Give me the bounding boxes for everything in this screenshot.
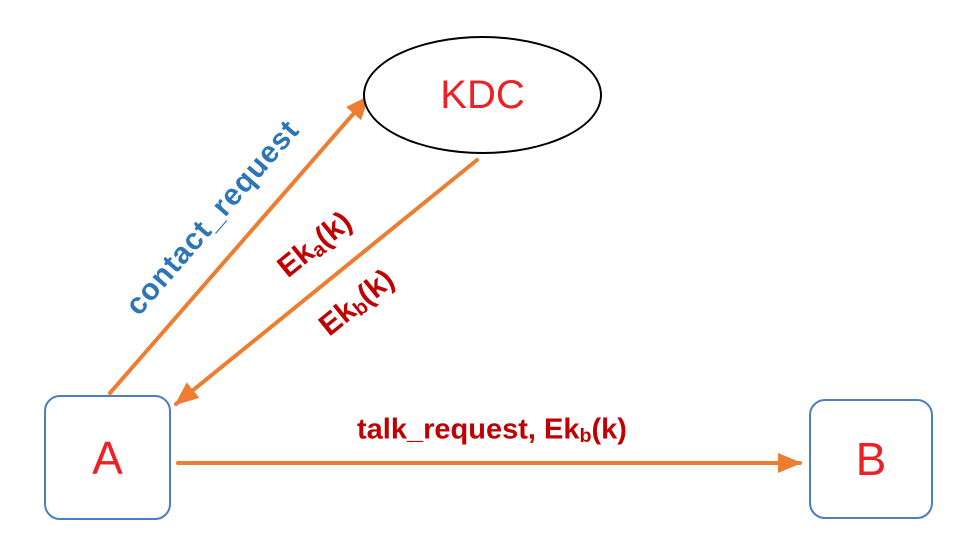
node-kdc: KDC: [363, 36, 602, 154]
node-b: B: [809, 399, 933, 519]
arrow-kdc-to-a: [174, 158, 479, 406]
label-talk-suffix: (k): [591, 413, 627, 446]
node-kdc-label: KDC: [440, 72, 525, 117]
label-talk-request: talk_request, Ekb(k): [357, 414, 627, 447]
arrow-a-to-kdc: [108, 95, 370, 395]
node-a-label: A: [92, 431, 123, 484]
node-b-label: B: [855, 433, 887, 485]
label-talk-subscript: b: [579, 425, 592, 448]
node-a: A: [44, 395, 171, 520]
label-talk-prefix: talk_request, Ek: [357, 413, 580, 446]
